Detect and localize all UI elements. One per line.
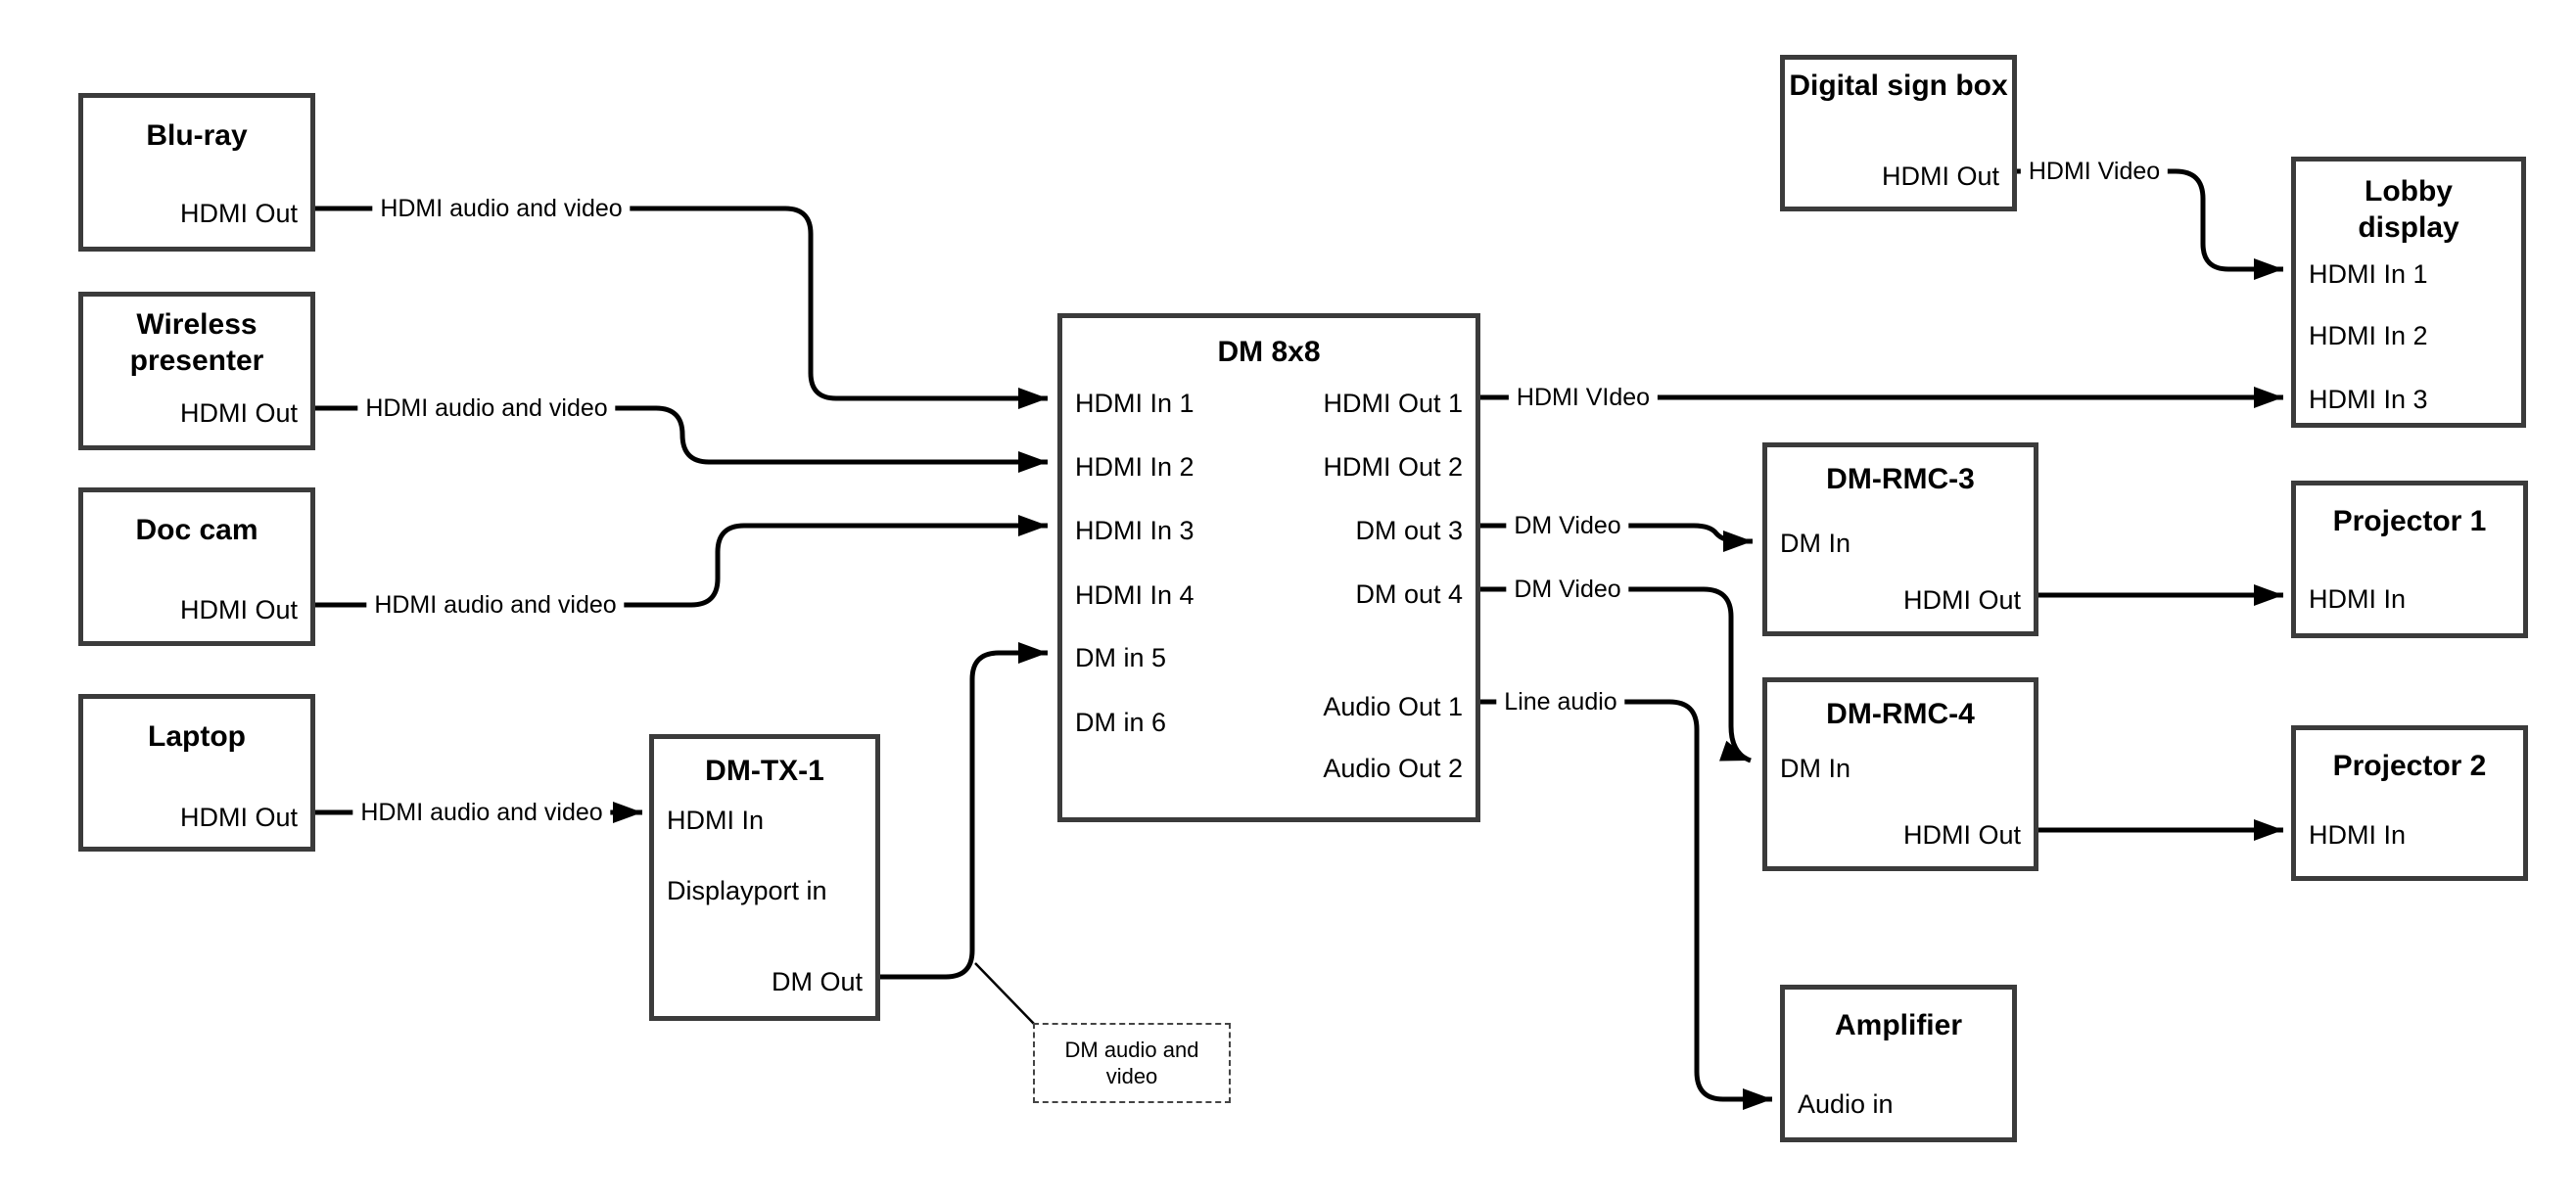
port-audio-out-1: Audio Out 1 xyxy=(1323,692,1463,721)
wire-label-hdmi-av-laptop: HDMI audio and video xyxy=(352,798,611,827)
port-hdmi-out: HDMI Out xyxy=(179,199,298,228)
port-audio-out-2: Audio Out 2 xyxy=(1323,754,1463,783)
port-dm-in: DM In xyxy=(1780,754,1851,783)
wire-label-line-audio: Line audio xyxy=(1496,687,1625,716)
connector-dm8x8-out3-to-rmc3 xyxy=(1480,523,1753,552)
device-title: DM 8x8 xyxy=(1217,336,1321,368)
device-title: Laptop xyxy=(148,720,246,753)
device-title: DM-TX-1 xyxy=(705,755,824,787)
device-title: Projector 2 xyxy=(2332,750,2487,782)
device-title: Projector 1 xyxy=(2332,505,2487,537)
port-hdmi-out: HDMI Out xyxy=(179,803,298,832)
port-hdmi-in: HDMI In xyxy=(2309,820,2407,850)
port-hdmi-in-3: HDMI In 3 xyxy=(2309,385,2428,414)
port-hdmi-in-1: HDMI In 1 xyxy=(2309,259,2428,289)
device-projector-2: Projector 2 HDMI In xyxy=(2291,725,2528,881)
port-hdmi-out: HDMI Out xyxy=(1902,585,2021,615)
device-digital-sign-box: Digital sign box HDMI Out xyxy=(1780,55,2017,211)
device-wireless-presenter: Wireless presenter HDMI Out xyxy=(78,292,315,450)
port-hdmi-out-2: HDMI Out 2 xyxy=(1323,452,1463,482)
callout-dm-audio-and-video: DM audio and video xyxy=(1033,1023,1231,1103)
device-title: Digital sign box xyxy=(1789,69,2008,102)
port-hdmi-in-2: HDMI In 2 xyxy=(1075,452,1194,482)
port-hdmi-out: HDMI Out xyxy=(179,398,298,428)
wire-label-dm-video-out3: DM Video xyxy=(1506,511,1629,540)
device-laptop: Laptop HDMI Out xyxy=(78,694,315,852)
device-title: DM-RMC-4 xyxy=(1826,698,1975,730)
port-hdmi-in-4: HDMI In 4 xyxy=(1075,580,1194,610)
connector-bluray-to-dm8x8-in1 xyxy=(315,206,1048,409)
wire-label-hdmi-av-doccam: HDMI audio and video xyxy=(366,590,625,620)
port-displayport-in: Displayport in xyxy=(667,876,827,905)
port-hdmi-out: HDMI Out xyxy=(1902,820,2021,850)
connector-dmtx1-to-dm8x8-in5 xyxy=(880,642,1048,980)
device-dm-rmc-3: DM-RMC-3 DM In HDMI Out xyxy=(1762,442,2038,636)
device-title: DM-RMC-3 xyxy=(1826,463,1975,495)
port-hdmi-out: HDMI Out xyxy=(179,595,298,624)
device-title: Blu-ray xyxy=(146,119,248,152)
device-bluray: Blu-ray HDMI Out xyxy=(78,93,315,252)
port-dm-out-3: DM out 3 xyxy=(1355,516,1463,545)
connector-dm8x8-audio1-to-amp xyxy=(1480,699,1772,1110)
connector-doccam-to-dm8x8-in3 xyxy=(315,515,1048,608)
port-dm-in-5: DM in 5 xyxy=(1075,643,1167,672)
device-projector-1: Projector 1 HDMI In xyxy=(2291,481,2528,638)
connector-wireless-to-dm8x8-in2 xyxy=(315,405,1048,473)
port-hdmi-out: HDMI Out xyxy=(1881,162,1999,191)
connector-signbox-to-lobby-in1 xyxy=(2017,168,2283,280)
port-dm-in-6: DM in 6 xyxy=(1075,708,1167,737)
device-dm-8x8: DM 8x8 HDMI In 1 HDMI In 2 HDMI In 3 HDM… xyxy=(1057,313,1480,822)
port-hdmi-out-1: HDMI Out 1 xyxy=(1323,389,1463,418)
port-hdmi-in-1: HDMI In 1 xyxy=(1075,389,1194,418)
port-dm-out: DM Out xyxy=(771,967,863,996)
device-title: Doc cam xyxy=(135,514,258,546)
port-hdmi-in: HDMI In xyxy=(2309,584,2407,614)
device-amplifier: Amplifier Audio in xyxy=(1780,985,2017,1142)
port-hdmi-in-3: HDMI In 3 xyxy=(1075,516,1194,545)
wire-label-hdmi-video-out1: HDMI VIdeo xyxy=(1508,383,1659,412)
port-dm-out-4: DM out 4 xyxy=(1355,579,1463,609)
port-dm-in: DM In xyxy=(1780,529,1851,558)
port-audio-in: Audio in xyxy=(1798,1089,1894,1119)
wire-label-hdmi-video-signbox: HDMI Video xyxy=(2020,157,2169,186)
port-hdmi-in-2: HDMI In 2 xyxy=(2309,321,2428,350)
wire-label-hdmi-av-bluray: HDMI audio and video xyxy=(372,194,631,223)
connector-dm8x8-out4-to-rmc4 xyxy=(1480,586,1752,763)
device-title: Lobby display xyxy=(2358,175,2459,244)
device-lobby-display: Lobby display HDMI In 1 HDMI In 2 HDMI I… xyxy=(2291,157,2526,428)
wire-label-hdmi-av-wireless: HDMI audio and video xyxy=(357,393,616,423)
port-hdmi-in: HDMI In xyxy=(667,806,765,835)
wire-label-dm-video-out4: DM Video xyxy=(1506,575,1629,604)
device-dm-rmc-4: DM-RMC-4 DM In HDMI Out xyxy=(1762,677,2038,871)
device-title: Wireless presenter xyxy=(129,308,264,377)
device-doc-cam: Doc cam HDMI Out xyxy=(78,487,315,646)
device-title: Amplifier xyxy=(1834,1009,1963,1041)
device-dm-tx-1: DM-TX-1 HDMI In Displayport in DM Out xyxy=(649,734,880,1021)
callout-leader-line xyxy=(974,962,1036,1026)
